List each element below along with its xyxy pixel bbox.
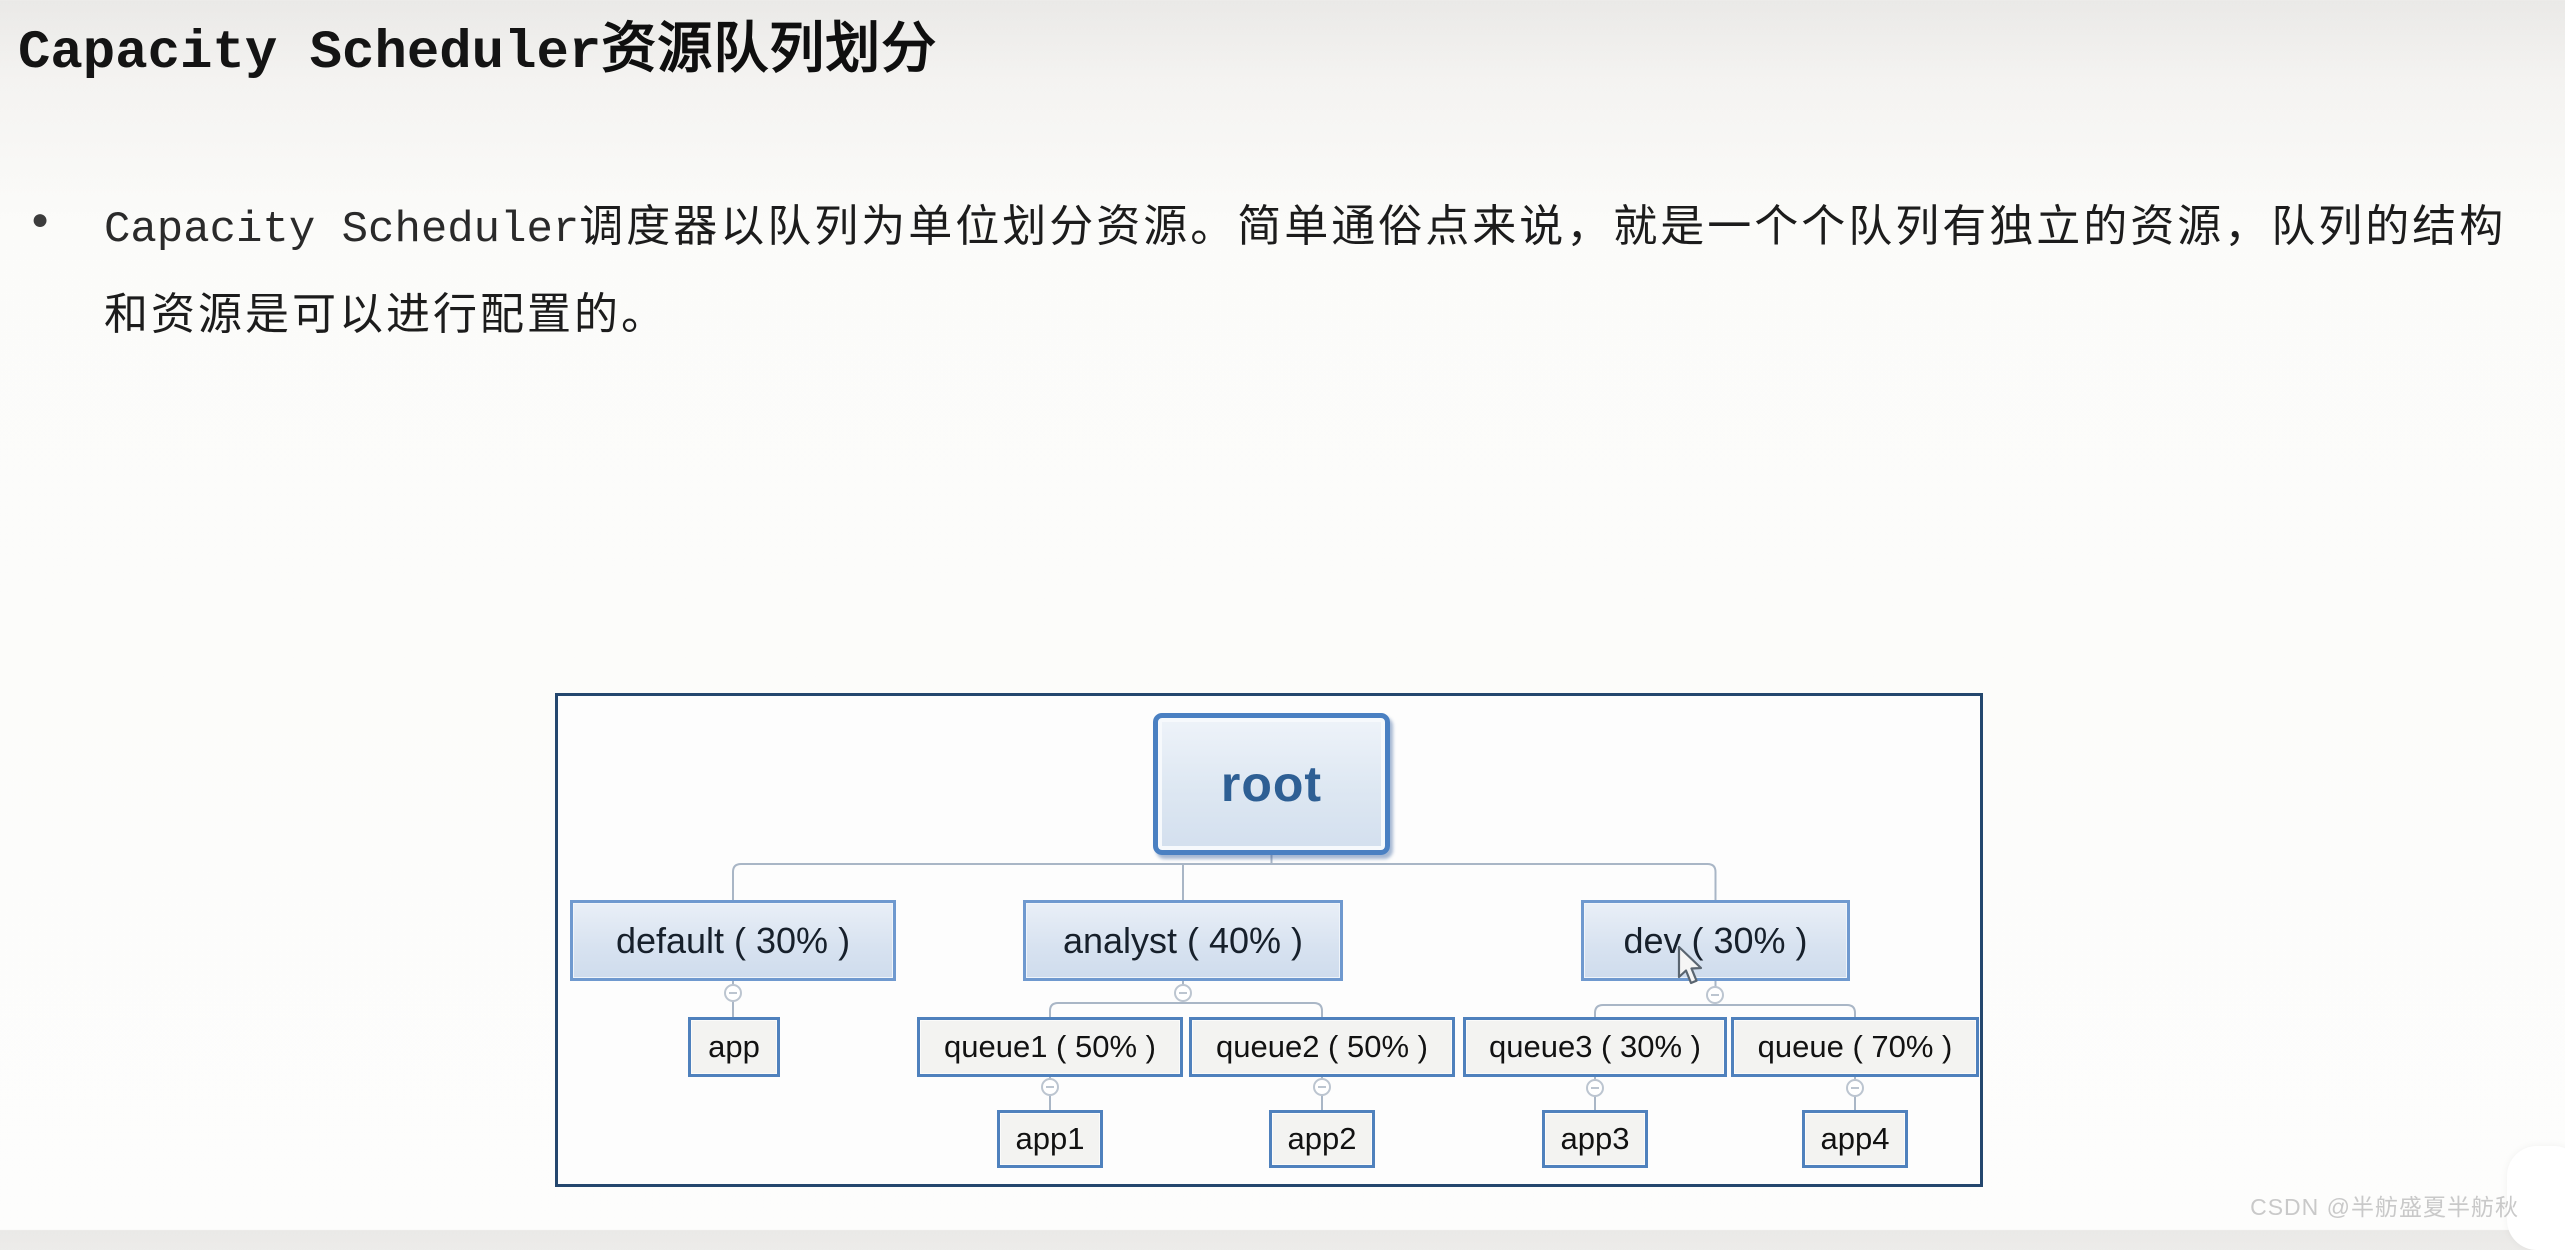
mouse-cursor-icon xyxy=(1677,946,1703,985)
bullet-paragraph: Capacity Scheduler调度器以队列为单位划分资源。简单通俗点来说，… xyxy=(104,183,2506,359)
node-queue3: queue3 ( 30% ) xyxy=(1463,1017,1727,1077)
bullet-line1-chinese: 调度器以队列为单位划分资源。简单通俗点来说，就是一个个队列有独立的资源，队列的结… xyxy=(579,202,2507,251)
bullet-line1-english: Capacity Scheduler xyxy=(104,205,580,255)
collapse-toggle-icon xyxy=(1586,1079,1604,1097)
page-title-chinese: 资源队列划分 xyxy=(601,17,938,79)
collapse-toggle-icon xyxy=(1846,1079,1864,1097)
bullet-line2-chinese: 和资源是可以进行配置的。 xyxy=(104,290,668,339)
node-app3: app3 xyxy=(1542,1110,1648,1168)
node-app4: app4 xyxy=(1802,1110,1908,1168)
queue-tree-diagram: root default ( 30% ) analyst ( 40% ) dev… xyxy=(555,693,1983,1187)
node-dev: dev ( 30% ) xyxy=(1581,900,1850,981)
node-app1: app1 xyxy=(997,1110,1103,1168)
bullet-point-icon: ● xyxy=(31,203,50,236)
node-root: root xyxy=(1153,713,1390,855)
collapse-toggle-icon xyxy=(1706,986,1724,1004)
collapse-toggle-icon xyxy=(1041,1078,1059,1096)
node-queue: queue ( 70% ) xyxy=(1731,1017,1979,1077)
bullet-line-1: Capacity Scheduler调度器以队列为单位划分资源。简单通俗点来说，… xyxy=(104,183,2506,271)
node-default: default ( 30% ) xyxy=(570,900,896,981)
collapse-toggle-icon xyxy=(1174,984,1192,1002)
page-title-english: Capacity Scheduler xyxy=(18,23,602,84)
node-queue1: queue1 ( 50% ) xyxy=(917,1017,1183,1077)
bullet-line-2: 和资源是可以进行配置的。 xyxy=(104,271,2506,359)
node-analyst: analyst ( 40% ) xyxy=(1023,900,1343,981)
page-title: Capacity Scheduler资源队列划分 xyxy=(18,16,937,95)
node-app: app xyxy=(688,1017,780,1077)
watermark-text: CSDN @半舫盛夏半舫秋 xyxy=(2250,1194,2519,1220)
collapse-toggle-icon xyxy=(724,984,742,1002)
node-app2: app2 xyxy=(1269,1110,1375,1168)
collapse-toggle-icon xyxy=(1313,1078,1331,1096)
node-queue2: queue2 ( 50% ) xyxy=(1189,1017,1455,1077)
